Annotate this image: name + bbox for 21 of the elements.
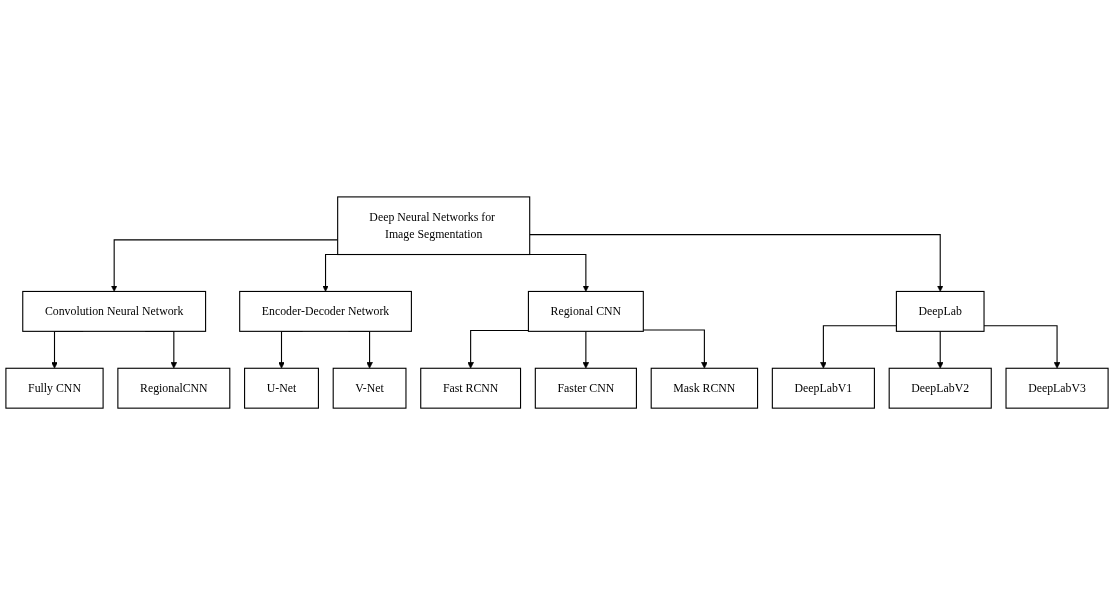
arrow [529, 234, 944, 292]
node-box: V-Net [332, 367, 407, 409]
node-box: Encoder-Decoder Network [239, 290, 412, 332]
node-box: Mask RCNN [650, 367, 759, 409]
node-box: DeepLabV3 [1005, 367, 1109, 409]
node-box: Convolution Neural Network [22, 290, 207, 332]
node-box: DeepLabV1 [771, 367, 875, 409]
arrow [936, 330, 944, 369]
node-box: U-Net [244, 367, 319, 409]
node-box: Deep Neural Networks for Image Segmentation [337, 196, 531, 256]
node-box: RegionalCNN [117, 367, 231, 409]
node-box: DeepLabV2 [888, 367, 992, 409]
node-box: Faster CNN [534, 367, 637, 409]
arrow [467, 329, 529, 369]
arrow [820, 325, 897, 369]
arrow [642, 329, 708, 369]
node-box: Fast RCNN [420, 367, 522, 409]
arrow [582, 330, 590, 369]
node-box: Regional CNN [527, 290, 644, 332]
node-box: DeepLab [895, 290, 985, 332]
node-box: Fully CNN [5, 367, 104, 409]
